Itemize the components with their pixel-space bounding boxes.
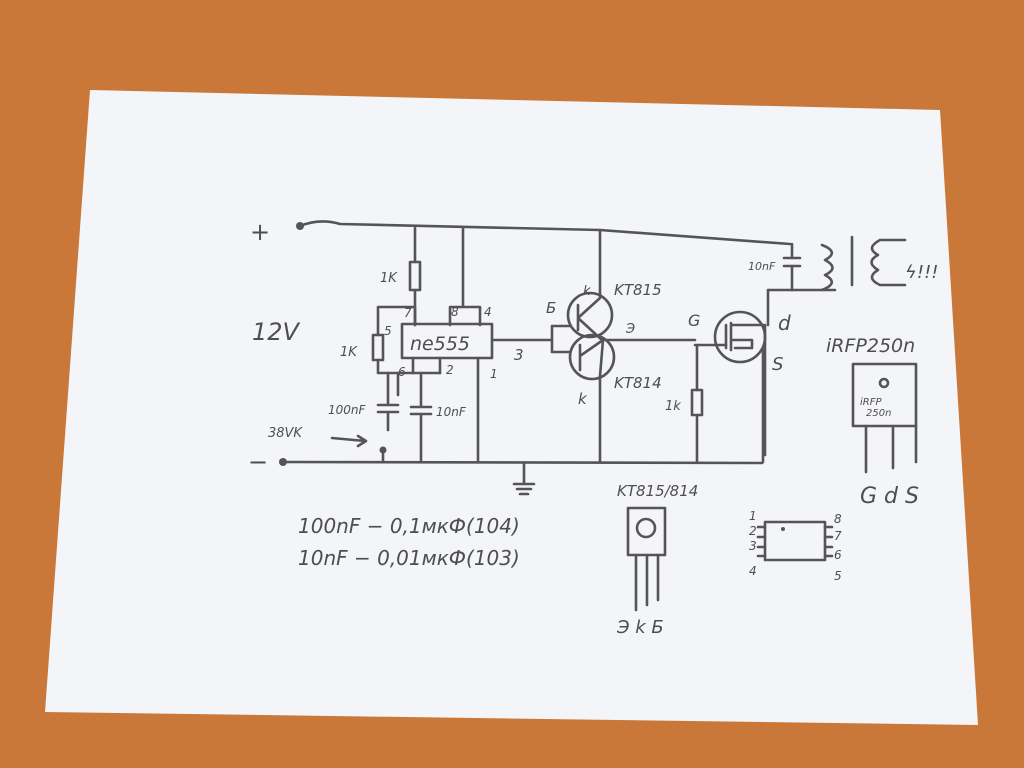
pinout-left-3: 3	[749, 539, 757, 553]
pin3-label: 3	[514, 346, 524, 364]
kt814-label: KT814	[614, 374, 662, 392]
pinout-legs	[756, 525, 834, 558]
drain-label: d	[778, 311, 791, 335]
emitter-label: Э	[625, 322, 635, 337]
note-10nf: 10nF − 0,01мкФ(103)	[298, 546, 520, 570]
pin7-label: 7	[404, 306, 412, 320]
c-ctrl-label: 10nF	[436, 405, 467, 419]
plus-label: +	[250, 218, 270, 246]
pinout-right-5: 5	[834, 569, 842, 583]
kt-package-title: KT815/814	[617, 482, 698, 500]
resistor-1k-left	[371, 333, 385, 362]
base-label: Б	[546, 299, 556, 317]
sound-arrow	[330, 434, 368, 448]
package-hole-icon	[635, 517, 657, 539]
kt-pins-label: Э k Б	[616, 617, 664, 638]
kt815-label: KT815	[614, 281, 662, 299]
ground-icon	[512, 461, 536, 496]
transistor-kt815	[566, 291, 614, 339]
transistor-kt814	[568, 333, 616, 381]
ne555-label: ne555	[410, 333, 470, 355]
gate-label: G	[688, 311, 700, 330]
collector-bottom-label: k	[578, 390, 588, 408]
irfp-marking-1: iRFP	[860, 397, 882, 408]
wire-r2	[376, 305, 442, 375]
pinout-left-4: 4	[749, 564, 757, 578]
irfp-marking-2: 250n	[866, 408, 891, 419]
pin5-label: 5	[384, 324, 392, 338]
driver-wires	[576, 228, 697, 464]
irfp-package	[851, 362, 918, 428]
paper-sheet	[45, 90, 978, 725]
r-top-label: 1K	[380, 271, 398, 286]
snubber-label: 10nF	[748, 260, 776, 273]
package-hole-icon	[878, 377, 890, 389]
c-timing-label: 100nF	[328, 403, 367, 417]
terminal-plus	[296, 222, 304, 230]
pin4-label: 4	[484, 305, 492, 319]
irfp-pins-label: G d S	[860, 484, 919, 509]
collector-top-label: k	[583, 284, 591, 299]
wire-pin8	[448, 226, 482, 327]
pinout-right-7: 7	[834, 529, 842, 543]
irfp250n-label: iRFP250n	[826, 335, 915, 357]
primary-coil	[820, 243, 834, 292]
minus-label: −	[248, 448, 268, 476]
wire-pin6-pin2	[396, 356, 442, 397]
resistor-1k-gate	[690, 388, 704, 417]
wire-ground-rail	[281, 460, 764, 465]
sound-label: 38VK	[268, 426, 303, 441]
snubber-capacitor	[782, 242, 802, 292]
note-100nf: 100nF − 0,1мкФ(104)	[298, 514, 520, 538]
pinout-right-8: 8	[834, 512, 842, 526]
r-gate-label: 1k	[665, 399, 681, 414]
r-left-label: 1K	[340, 345, 358, 360]
wire-positive-rail	[298, 220, 792, 246]
wire-pin3	[490, 324, 572, 354]
kt-legs	[634, 553, 660, 612]
capacitor-10nf	[409, 371, 433, 464]
pin1-marker-icon	[781, 527, 785, 531]
gate-resistor-wire	[693, 343, 728, 464]
pin1-label: 1	[490, 367, 498, 381]
source-label: S	[772, 354, 783, 375]
secondary-coil	[870, 238, 907, 287]
voltage-label: 12V	[252, 318, 301, 346]
irfp-legs	[864, 424, 918, 474]
spark-label: ϟ!!!	[905, 262, 939, 283]
pinout-555-chip	[763, 520, 827, 562]
terminal-minus	[279, 458, 287, 466]
pin8-label: 8	[451, 305, 459, 319]
mosfet-symbol	[724, 321, 767, 457]
pinout-right-6: 6	[834, 548, 842, 562]
pinout-left-2: 2	[749, 524, 757, 538]
pin2-label: 2	[446, 363, 454, 377]
capacitor-100nf	[376, 371, 400, 432]
resistor-1k-top	[408, 260, 422, 292]
drain-wire	[761, 288, 837, 464]
pinout-left-1: 1	[749, 509, 757, 523]
